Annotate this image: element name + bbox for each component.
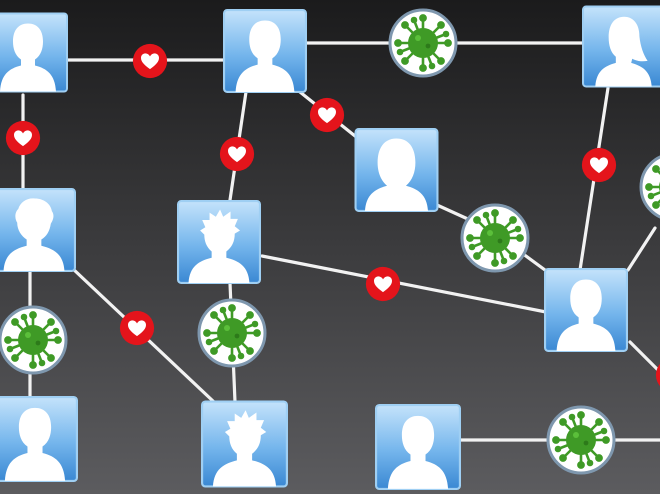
- person-avatar-icon: [374, 404, 462, 490]
- virus-icon: [388, 8, 458, 78]
- person-avatar-icon: [222, 9, 308, 93]
- virus-icon: [546, 405, 616, 475]
- person-avatar-icon: [582, 5, 660, 88]
- person-avatar-icon: [0, 188, 77, 272]
- person-avatar-icon: [201, 400, 288, 488]
- heart-icon: [132, 43, 168, 79]
- virus-icon: [460, 203, 530, 273]
- virus-icon: [197, 298, 267, 368]
- person-avatar-icon: [354, 128, 439, 212]
- person-avatar-icon: [0, 396, 78, 482]
- person-avatar-icon: [543, 268, 629, 352]
- heart-icon: [309, 97, 345, 133]
- heart-icon: [5, 120, 41, 156]
- person-avatar-icon: [176, 200, 262, 284]
- heart-icon: [365, 266, 401, 302]
- heart-icon: [219, 136, 255, 172]
- person-avatar-icon: [0, 12, 68, 93]
- virus-icon: [0, 305, 68, 375]
- heart-icon: [581, 147, 617, 183]
- heart-icon: [119, 310, 155, 346]
